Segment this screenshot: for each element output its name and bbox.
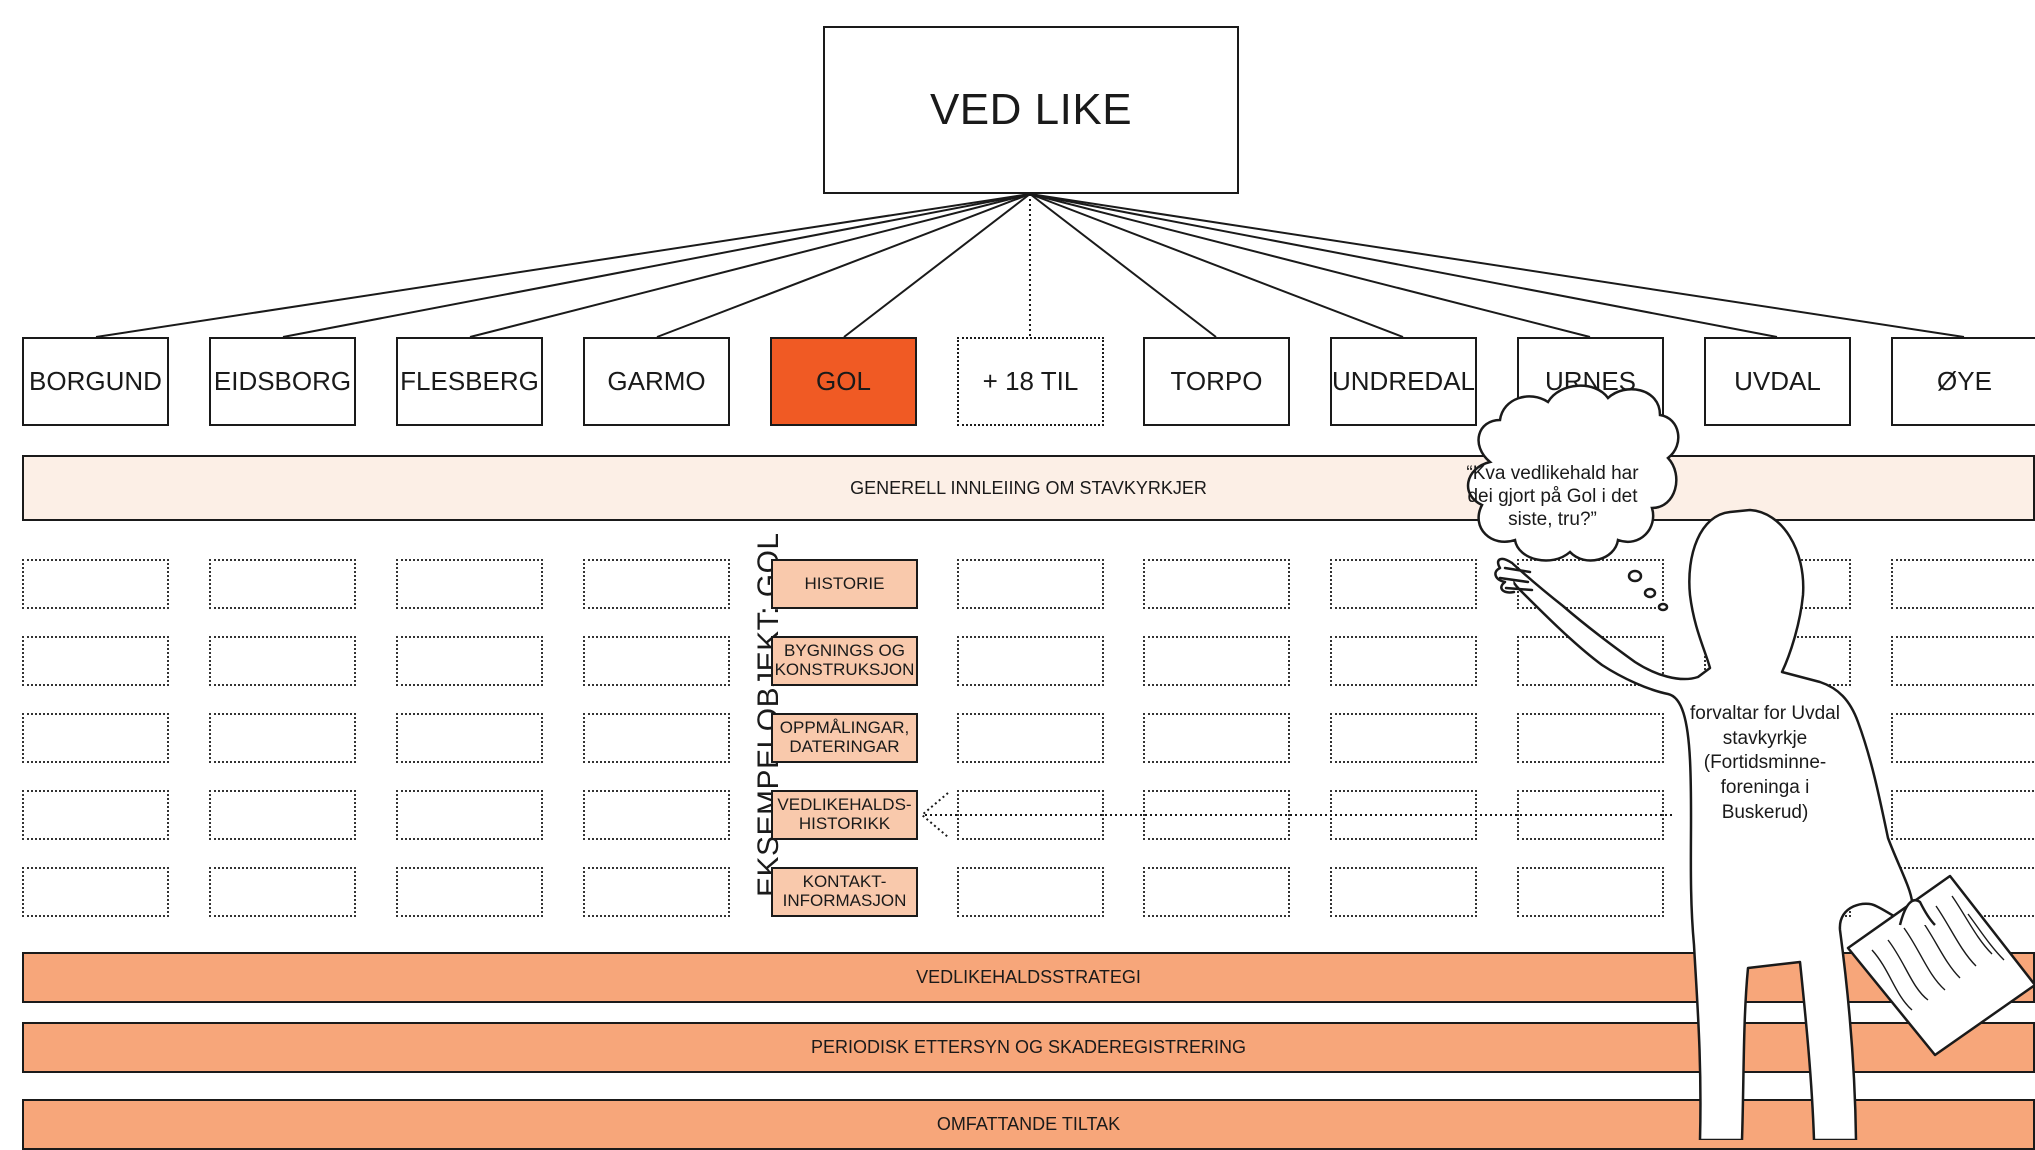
- placeholder-cell: [1143, 559, 1290, 609]
- placeholder-cell: [583, 790, 730, 840]
- placeholder-cell: [1517, 713, 1664, 763]
- placeholder-cell: [396, 867, 543, 917]
- placeholder-cell: [1143, 867, 1290, 917]
- placeholder-cell: [22, 867, 169, 917]
- placeholder-cell: [1891, 790, 2035, 840]
- placeholder-cell: [1143, 713, 1290, 763]
- church-box[interactable]: FLESBERG: [396, 337, 543, 426]
- placeholder-cell: [1330, 636, 1477, 686]
- placeholder-cell: [583, 713, 730, 763]
- placeholder-cell: [957, 559, 1104, 609]
- placeholder-cell: [1330, 559, 1477, 609]
- thought-bubble: [1466, 384, 1680, 612]
- topic-box[interactable]: OPPMÅLINGAR, DATERINGAR: [771, 713, 918, 763]
- connector-flesberg: [469, 193, 1031, 338]
- connector-undredal: [1029, 193, 1404, 338]
- church-box[interactable]: GOL: [770, 337, 917, 426]
- placeholder-cell: [1330, 713, 1477, 763]
- band-intro: GENERELL INNLEIING OM STAVKYRKJER: [22, 455, 2035, 521]
- placeholder-cell: [957, 790, 1104, 840]
- church-box[interactable]: UVDAL: [1704, 337, 1851, 426]
- placeholder-cell: [1143, 636, 1290, 686]
- placeholder-cell: [1517, 790, 1664, 840]
- church-box[interactable]: ØYE: [1891, 337, 2035, 426]
- topic-box[interactable]: BYGNINGS OG KONSTRUKSJON: [771, 636, 918, 686]
- topic-box[interactable]: HISTORIE: [771, 559, 918, 609]
- placeholder-cell: [209, 713, 356, 763]
- paper-icon: [1846, 874, 2035, 1057]
- placeholder-cell: [209, 790, 356, 840]
- placeholder-cell: [1143, 790, 1290, 840]
- placeholder-cell: [957, 867, 1104, 917]
- placeholder-cell: [583, 636, 730, 686]
- placeholder-cell: [22, 636, 169, 686]
- person-label: forvaltar for Uvdal stavkyrkje (Fortidsm…: [1690, 703, 1840, 823]
- placeholder-cell: [1891, 713, 2035, 763]
- root-node: VED LIKE: [823, 26, 1239, 194]
- thought-bubble-text: “Kva vedlikehald har dei gjort på Gol i …: [1466, 463, 1639, 531]
- placeholder-cell: [583, 559, 730, 609]
- placeholder-cell: [1330, 867, 1477, 917]
- connector-urnes: [1029, 193, 1591, 338]
- placeholder-cell: [1891, 636, 2035, 686]
- placeholder-cell: [396, 713, 543, 763]
- topic-box[interactable]: KONTAKT-INFORMASJON: [771, 867, 918, 917]
- connector-eidsborg: [282, 193, 1031, 338]
- placeholder-cell: [209, 867, 356, 917]
- placeholder-cell: [396, 559, 543, 609]
- church-box[interactable]: GARMO: [583, 337, 730, 426]
- connector-garmo: [656, 193, 1031, 338]
- church-box[interactable]: BORGUND: [22, 337, 169, 426]
- placeholder-cell: [22, 559, 169, 609]
- placeholder-cell: [957, 636, 1104, 686]
- placeholder-cell: [22, 713, 169, 763]
- connector-uvdal: [1029, 193, 1778, 338]
- placeholder-cell: [396, 790, 543, 840]
- topic-box[interactable]: VEDLIKEHALDS-HISTORIKK: [771, 790, 918, 840]
- connector-borgund: [95, 193, 1031, 338]
- church-box[interactable]: + 18 TIL: [957, 337, 1104, 426]
- church-box[interactable]: EIDSBORG: [209, 337, 356, 426]
- reference-arrow: [920, 792, 1672, 838]
- connector-torpo: [1029, 193, 1217, 338]
- placeholder-cell: [583, 867, 730, 917]
- church-box[interactable]: UNDREDAL: [1330, 337, 1477, 426]
- placeholder-cell: [1517, 867, 1664, 917]
- placeholder-cell: [396, 636, 543, 686]
- placeholder-cell: [957, 713, 1104, 763]
- placeholder-cell: [1891, 559, 2035, 609]
- church-box[interactable]: TORPO: [1143, 337, 1290, 426]
- connector-gol: [843, 193, 1031, 338]
- connector-oye: [1029, 193, 1965, 338]
- placeholder-cell: [209, 636, 356, 686]
- placeholder-cell: [209, 559, 356, 609]
- placeholder-cell: [22, 790, 169, 840]
